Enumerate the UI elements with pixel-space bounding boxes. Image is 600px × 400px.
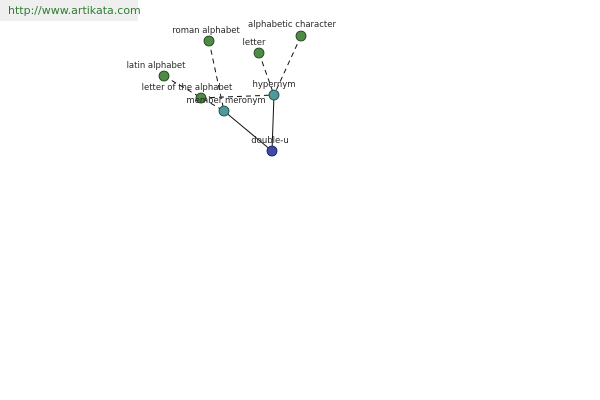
edge-roman-alphabet <box>208 40 225 112</box>
node-letter[interactable] <box>253 47 265 59</box>
edge-letter-of-the-alphabet <box>200 94 275 99</box>
node-roman-alphabet[interactable] <box>203 35 215 47</box>
node-member-meronym[interactable] <box>218 105 230 117</box>
label-letter-of-the-alphabet: letter of the alphabet <box>142 83 233 93</box>
label-roman-alphabet: roman alphabet <box>172 26 240 36</box>
label-latin-alphabet: latin alphabet <box>127 61 187 71</box>
node-double-u[interactable] <box>266 145 278 157</box>
edge-latin-alphabet <box>163 75 225 112</box>
edge-member-meronym-to-double-u <box>223 110 273 152</box>
source-url-banner[interactable]: http://www.artikata.com <box>0 0 141 21</box>
label-hypernym: hypernym <box>252 80 295 90</box>
edge-hypernym-to-double-u <box>271 94 275 152</box>
label-member-meronym: member meronym <box>186 96 265 106</box>
edge-alphabetic-character <box>273 35 302 96</box>
edge-letter <box>258 52 275 96</box>
label-alphabetic-character: alphabetic character <box>248 20 336 30</box>
node-latin-alphabet[interactable] <box>158 70 170 82</box>
node-alphabetic-character[interactable] <box>295 30 307 42</box>
label-double-u: double-u <box>251 136 288 146</box>
node-letter-of-the-alphabet[interactable] <box>195 92 207 104</box>
label-letter: letter <box>243 38 266 48</box>
node-hypernym[interactable] <box>268 89 280 101</box>
